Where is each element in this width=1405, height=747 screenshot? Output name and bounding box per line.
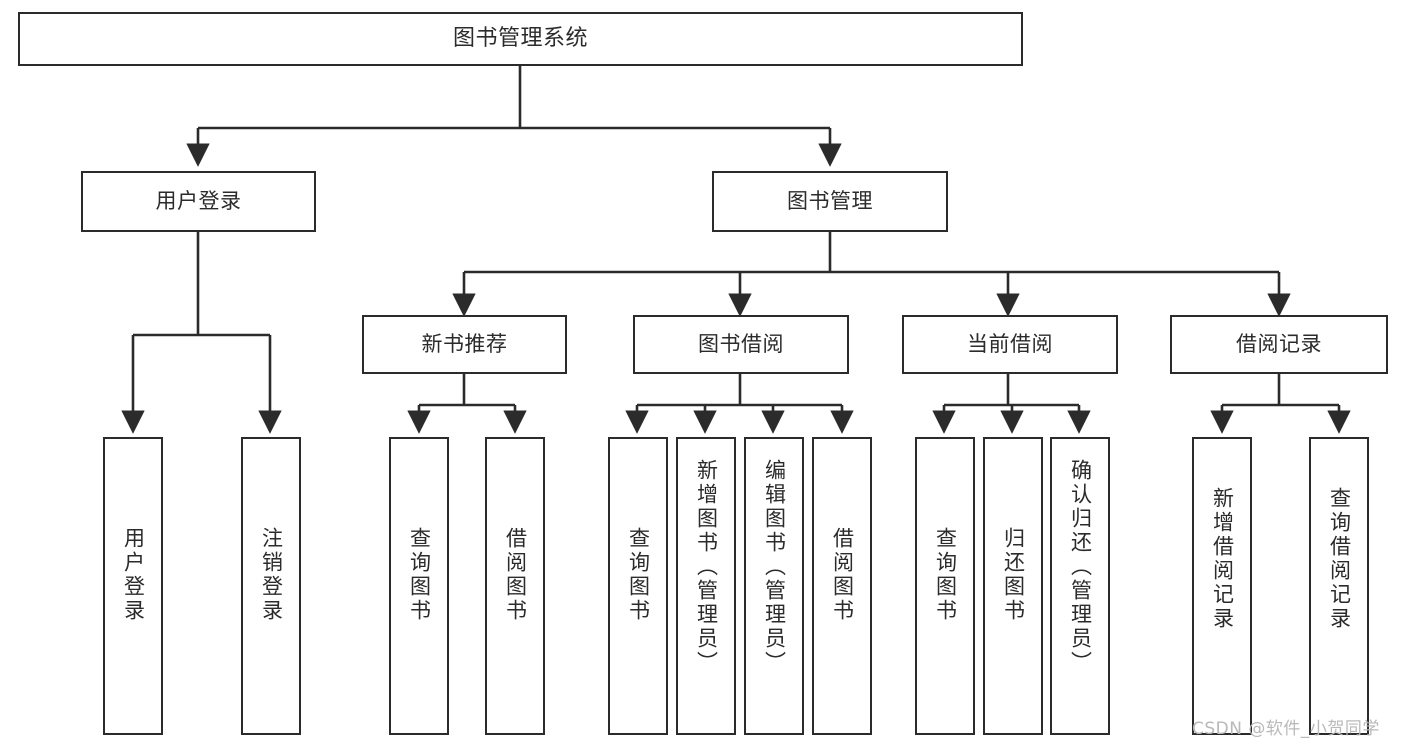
node-leaf-query-book-3-label: 查询图书 (933, 527, 958, 623)
node-leaf-query-book-2-label: 查询图书 (626, 527, 651, 623)
node-book-management[interactable]: 图书管理 (712, 171, 948, 232)
node-leaf-query-book-1-label: 查询图书 (407, 527, 432, 623)
node-leaf-borrow-book-2[interactable]: 借阅图书 (812, 437, 872, 735)
node-leaf-return-book[interactable]: 归还图书 (983, 437, 1043, 735)
node-current-borrow-label: 当前借阅 (967, 332, 1053, 357)
node-user-login-label: 用户登录 (155, 189, 242, 214)
node-leaf-return-book-label: 归还图书 (1001, 527, 1026, 623)
node-leaf-user-login[interactable]: 用户登录 (103, 437, 163, 735)
node-leaf-user-login-label: 用户登录 (121, 527, 146, 623)
node-new-book-recommend[interactable]: 新书推荐 (362, 315, 567, 374)
csdn-watermark: CSDN @软件_小贺同学 (1192, 719, 1380, 739)
node-leaf-borrow-book-2-label: 借阅图书 (830, 527, 855, 623)
node-root-label: 图书管理系统 (452, 26, 588, 52)
node-current-borrow[interactable]: 当前借阅 (902, 315, 1118, 374)
node-leaf-logout-label: 注销登录 (259, 527, 284, 623)
node-leaf-confirm-return-label: 确认归还（管理员） (1068, 459, 1093, 675)
node-leaf-edit-book-label: 编辑图书（管理员） (762, 459, 787, 675)
node-borrow-record[interactable]: 借阅记录 (1170, 315, 1388, 374)
node-leaf-query-record-label: 查询借阅记录 (1327, 487, 1352, 631)
node-leaf-logout[interactable]: 注销登录 (241, 437, 301, 735)
node-leaf-add-record[interactable]: 新增借阅记录 (1192, 437, 1252, 735)
node-leaf-edit-book[interactable]: 编辑图书（管理员） (744, 437, 804, 735)
node-borrow-record-label: 借阅记录 (1236, 332, 1322, 357)
node-new-book-recommend-label: 新书推荐 (421, 332, 508, 357)
node-book-management-label: 图书管理 (787, 189, 873, 214)
node-book-borrow[interactable]: 图书借阅 (633, 315, 849, 374)
node-leaf-add-record-label: 新增借阅记录 (1210, 487, 1235, 631)
node-leaf-borrow-book-1-label: 借阅图书 (503, 527, 528, 623)
node-leaf-query-book-1[interactable]: 查询图书 (389, 437, 449, 735)
node-leaf-borrow-book-1[interactable]: 借阅图书 (485, 437, 545, 735)
node-user-login[interactable]: 用户登录 (81, 171, 316, 232)
node-leaf-query-book-3[interactable]: 查询图书 (915, 437, 975, 735)
node-leaf-query-record[interactable]: 查询借阅记录 (1309, 437, 1369, 735)
node-leaf-add-book-label: 新增图书（管理员） (694, 459, 719, 675)
node-root[interactable]: 图书管理系统 (18, 12, 1023, 66)
node-leaf-add-book[interactable]: 新增图书（管理员） (676, 437, 736, 735)
node-leaf-confirm-return[interactable]: 确认归还（管理员） (1050, 437, 1110, 735)
node-book-borrow-label: 图书借阅 (698, 332, 784, 357)
node-leaf-query-book-2[interactable]: 查询图书 (608, 437, 668, 735)
